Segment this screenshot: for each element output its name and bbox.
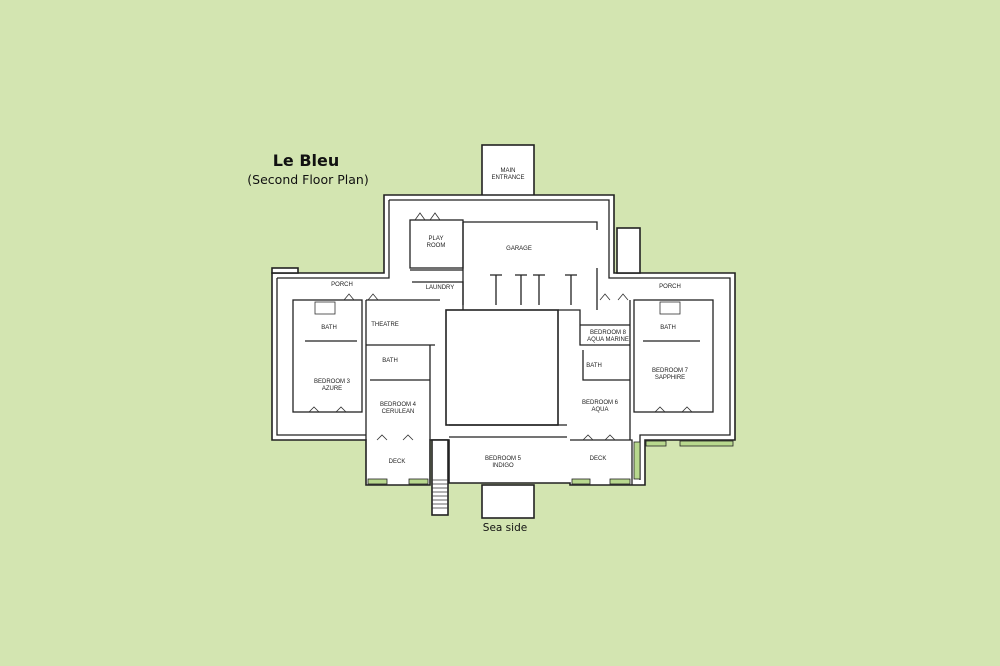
bedroom-5-label-2: INDIGO <box>492 463 514 469</box>
outer-wall-inner-line <box>389 199 731 480</box>
door-swings <box>308 212 693 441</box>
bath-6-label: BATH <box>586 363 602 369</box>
garage-pillars <box>490 274 577 305</box>
planter <box>679 440 734 447</box>
outer-wall-inner-line-left <box>276 200 390 436</box>
planter <box>633 441 641 480</box>
bath-3-label: BATH <box>321 325 337 331</box>
stair-treads <box>432 479 448 509</box>
porch-ledge <box>271 267 299 274</box>
main-entrance <box>481 144 535 199</box>
side-tab <box>616 227 641 274</box>
deck-left-label: DECK <box>389 459 406 465</box>
planter <box>645 440 667 447</box>
vanity <box>314 301 336 315</box>
central-courtyard <box>445 309 559 426</box>
bedroom-7 <box>633 299 714 413</box>
play-room-label-1: PLAY <box>429 236 444 242</box>
bedroom-8-label-2: AQUA MARINE <box>587 337 629 343</box>
main-entrance-label-1: MAIN <box>501 168 516 174</box>
planter <box>367 478 388 485</box>
main-entrance-label-2: ENTRANCE <box>491 175 524 181</box>
sea-side-terrace <box>481 484 535 519</box>
sea-side-label: Sea side <box>483 522 527 534</box>
deck-right-walls <box>570 439 633 485</box>
bath-7-label: BATH <box>660 325 676 331</box>
theatre-label: THEATRE <box>371 322 399 328</box>
laundry <box>410 269 464 305</box>
planter <box>571 478 591 485</box>
bedroom-6-label-1: BEDROOM 6 <box>582 400 619 406</box>
bedroom-3 <box>292 299 363 413</box>
bedroom-6-label-2: AQUA <box>591 407 608 413</box>
plan-title: Le Bleu <box>273 151 340 170</box>
planter <box>609 478 631 485</box>
laundry-label: LAUNDRY <box>426 285 455 291</box>
porch-right-label: PORCH <box>659 284 681 290</box>
plan-subtitle: (Second Floor Plan) <box>247 172 368 187</box>
bedroom-4-label-1: BEDROOM 4 <box>380 402 417 408</box>
bedroom-3-label-2: AZURE <box>322 386 342 392</box>
theatre-bedroom-4-walls <box>365 299 440 440</box>
garage-label: GARAGE <box>506 246 532 252</box>
play-room-label-2: ROOM <box>427 243 446 249</box>
bedroom-4-label-2: CERULEAN <box>382 409 415 415</box>
bath-4-label: BATH <box>382 358 398 364</box>
bedroom-7-label-1: BEDROOM 7 <box>652 368 689 374</box>
vanity <box>659 301 681 315</box>
bedroom-8-label-1: BEDROOM 8 <box>590 330 627 336</box>
right-wing-walls <box>558 300 631 440</box>
bedroom-5-closet <box>449 424 567 438</box>
bedroom-3-label-1: BEDROOM 3 <box>314 379 351 385</box>
bedroom-7-label-2: SAPPHIRE <box>655 375 685 381</box>
deck-right-label: DECK <box>590 456 607 462</box>
planter <box>408 478 429 485</box>
bedroom-5-label-1: BEDROOM 5 <box>485 456 522 462</box>
porch-left-label: PORCH <box>331 282 353 288</box>
